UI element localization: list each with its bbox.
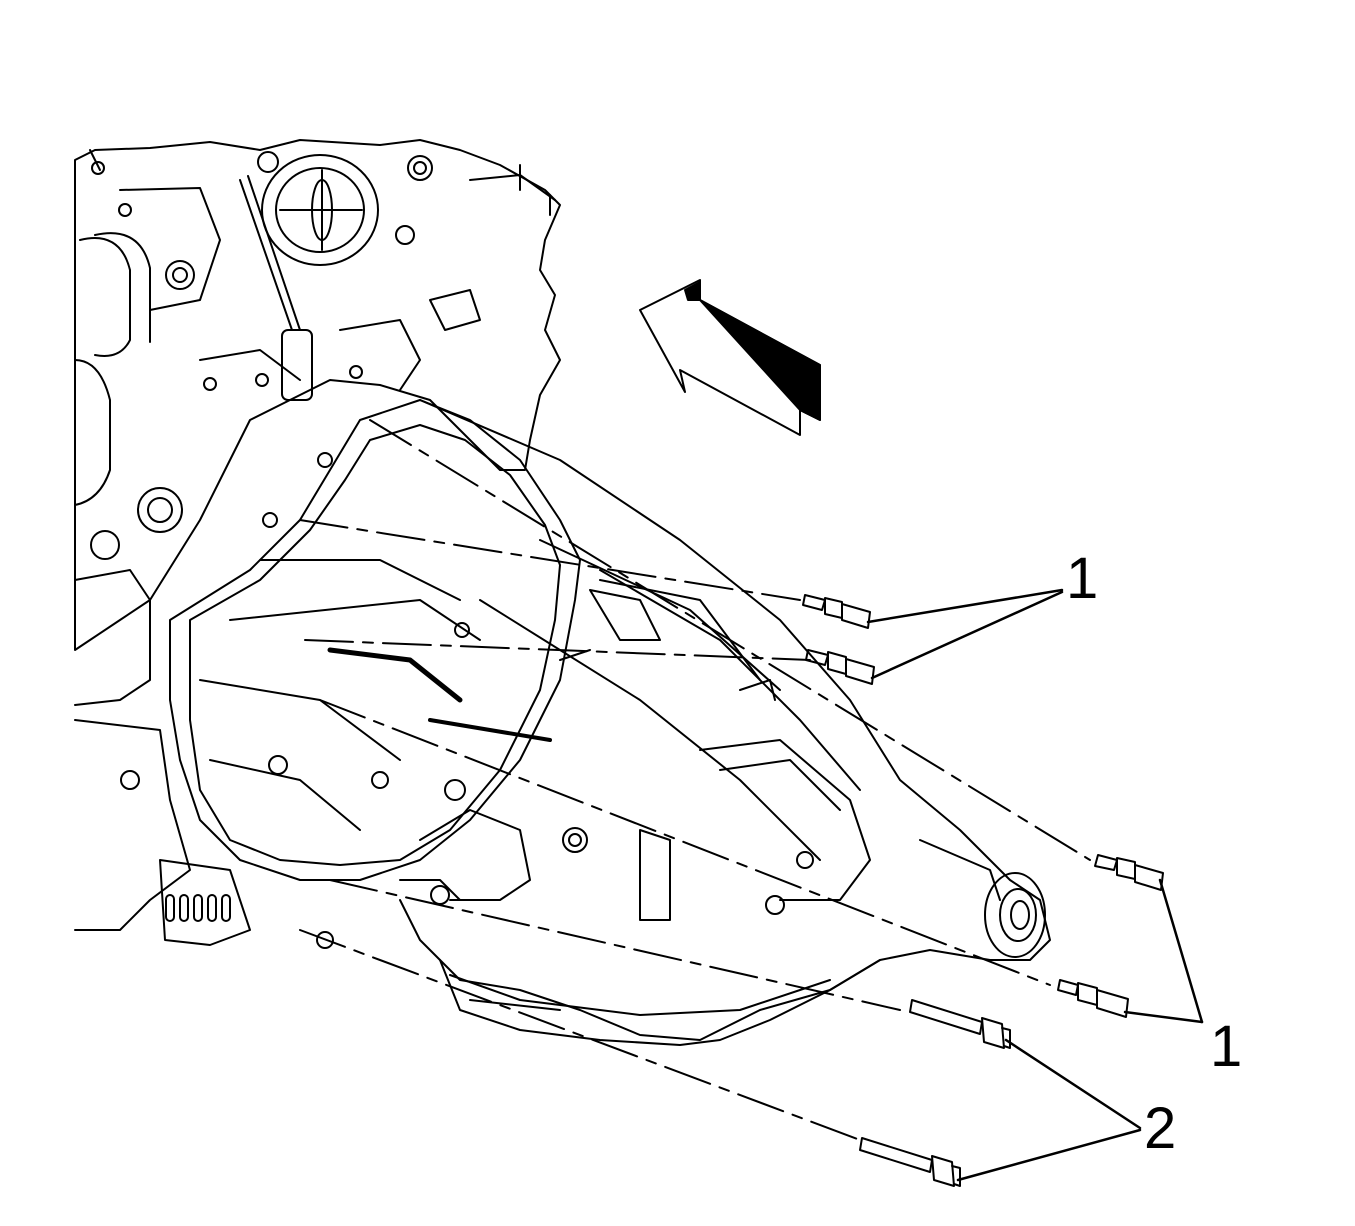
throttle-body [261,154,379,266]
alignment-lines [299,419,1091,1141]
stud-lower-a [1094,854,1164,891]
sensor [281,329,313,401]
transmission-case [399,399,1051,1041]
engine-block [74,139,561,706]
bolt-lower [859,1137,961,1187]
stud-upper-b [805,649,875,685]
callout-upper-studs: 1 [1066,546,1098,611]
bolt-upper [909,999,1011,1049]
output-shaft [984,872,1046,958]
bellhousing [74,399,581,949]
leader-lines [866,588,1204,1182]
direction-arrow [639,279,821,436]
callout-lower-studs: 1 [1210,1014,1242,1079]
stud-upper-a [802,594,871,629]
stud-lower-b [1057,979,1129,1018]
callout-bolts: 2 [1144,1096,1176,1161]
vent-slots [165,894,231,922]
oil-pan [439,959,881,1046]
